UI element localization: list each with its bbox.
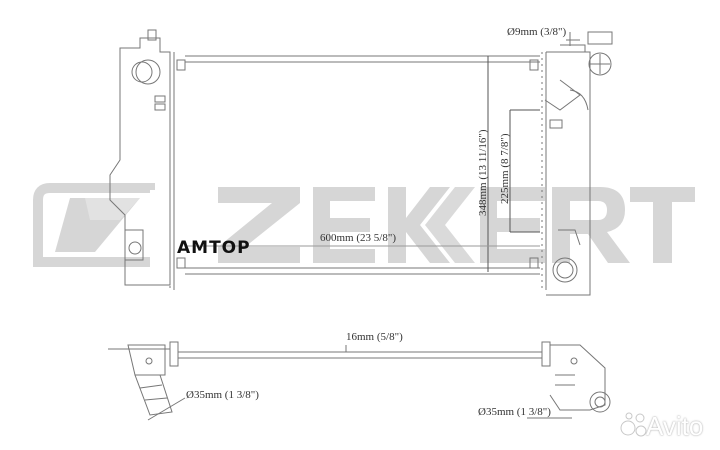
width-core-dimension: 600mm (23 5/8"): [320, 232, 396, 244]
core-thickness-dimension: 16mm (5/8"): [346, 331, 403, 343]
inlet-left-dimension: Ø35mm (1 3/8"): [186, 389, 259, 401]
outlet-right-dimension: Ø35mm (1 3/8"): [478, 406, 551, 418]
avito-watermark: Avito: [646, 411, 704, 441]
amtop-logo: AMTOP: [177, 238, 251, 258]
pipe-top-dimension: Ø9mm (3/8"): [507, 26, 567, 38]
